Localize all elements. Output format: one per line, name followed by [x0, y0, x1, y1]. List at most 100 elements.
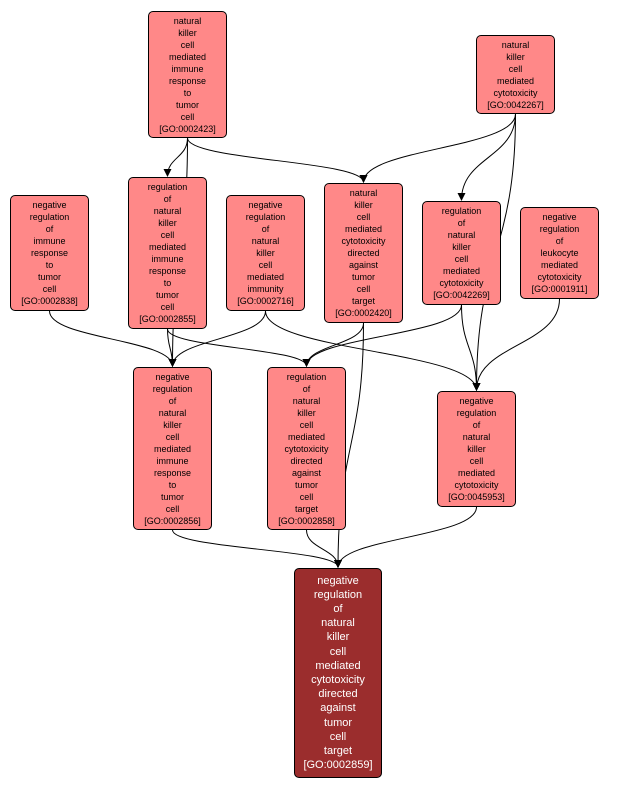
node-label-line: directed [318, 688, 358, 701]
node-label-line: cell [180, 39, 195, 50]
node-label-line: natural [447, 230, 476, 240]
node-label-line: mediated [148, 242, 187, 252]
node-label-line: cell [165, 431, 180, 442]
node-label-line: mediated [153, 443, 192, 454]
node-label-line: cell [165, 503, 180, 514]
node-label-line: regulation [539, 224, 580, 234]
node-label-line: response [153, 467, 192, 478]
node-label-line: killer [467, 444, 486, 454]
edge-n42269-to-n2858 [302, 304, 462, 367]
node-label-line: natural [321, 617, 355, 630]
edge-n1911-to-n45953 [472, 298, 560, 391]
node-label-line: [GO:0002420] [335, 308, 392, 318]
node-label-line: to [163, 278, 172, 288]
node-label-line: response [148, 266, 187, 276]
node-label-line: regulation [29, 212, 70, 222]
node-label-line: negative [155, 371, 190, 382]
node-label-line: regulation [152, 383, 193, 394]
node-label-line: of [261, 224, 270, 234]
node-label-line: cell [454, 254, 469, 264]
node-label-line: regulation [245, 212, 286, 222]
node-label-line: killer [256, 248, 275, 258]
node-label-line: mediated [168, 51, 207, 62]
node-label-line: mediated [315, 659, 361, 672]
edge-n42267-to-n2420 [359, 113, 516, 183]
node-label-line: leukocyte [540, 248, 579, 258]
node-label-line: of [45, 224, 54, 234]
node-label-line: immune [171, 63, 204, 74]
edge-n2420-to-n2858 [302, 322, 364, 367]
node-label-line: negative [459, 396, 494, 406]
node-label-line: cell [329, 730, 347, 743]
node-label-line: tumor [160, 491, 184, 502]
node-label-line: tumor [175, 99, 199, 110]
node-label-line: tumor [323, 716, 353, 729]
node-label-line: regulation [441, 206, 482, 216]
node-label-line: natural [462, 432, 491, 442]
node-label-line: directed [290, 455, 323, 466]
node-label-line: cytotoxicity [537, 272, 582, 282]
node-label-line: immune [33, 236, 66, 246]
node-label-line: to [168, 479, 177, 490]
node-label-line: cell [160, 302, 175, 312]
node-label-line: of [333, 602, 343, 615]
edge-n2855-to-n2858 [167, 328, 311, 367]
node-label-line: mediated [496, 75, 535, 86]
node-label-line: killer [326, 631, 350, 644]
node-label-line: negative [317, 574, 359, 587]
node-label-line: regulation [313, 588, 363, 601]
node-label-line: cell [469, 456, 484, 466]
node-label-line: killer [178, 27, 197, 38]
node-label-line: [GO:0002716] [237, 296, 294, 306]
node-label-line: killer [452, 242, 471, 252]
node-label-line: tumor [294, 479, 318, 490]
node-label-line: [GO:0045953] [448, 492, 505, 502]
node-label-line: of [302, 383, 311, 394]
node-label-line: [GO:0002423] [159, 123, 216, 134]
node-label-line: [GO:0002859] [303, 759, 373, 772]
node-label-line: mediated [287, 431, 326, 442]
node-label-line: [GO:0002838] [21, 296, 78, 306]
node-label-line: cell [329, 645, 347, 658]
node-label-line: killer [506, 51, 525, 62]
node-label-line: target [294, 503, 318, 514]
node-label-line: regulation [286, 371, 327, 382]
edge-n2856-to-n2859 [172, 529, 342, 568]
node-label-line: killer [354, 200, 373, 210]
node-label-line: cytotoxicity [493, 87, 538, 98]
node-label-line: cell [508, 63, 523, 74]
node-label-line: negative [248, 200, 283, 210]
node-label-line: cytotoxicity [284, 443, 329, 454]
node-label-line: cell [258, 260, 273, 270]
node-label-line: against [320, 702, 356, 715]
node-label-line: mediated [246, 272, 285, 282]
node-label-line: cell [356, 284, 371, 294]
node-label-line: immunity [247, 284, 284, 294]
node-label-line: cell [299, 491, 314, 502]
node-label-line: natural [349, 188, 378, 198]
node-label-line: cell [356, 212, 371, 222]
edge-n2838-to-n2856 [49, 310, 177, 367]
node-label-line: target [323, 745, 353, 758]
node-label-line: tumor [37, 272, 61, 282]
node-label-line: immune [156, 455, 189, 466]
node-label-line: immune [151, 254, 184, 264]
node-label-line: mediated [457, 468, 496, 478]
node-label-line: natural [158, 407, 187, 418]
node-label-line: [GO:0001911] [531, 284, 588, 294]
edge-n2716-to-n2856 [168, 310, 266, 367]
node-label-line: [GO:0002856] [144, 515, 201, 526]
